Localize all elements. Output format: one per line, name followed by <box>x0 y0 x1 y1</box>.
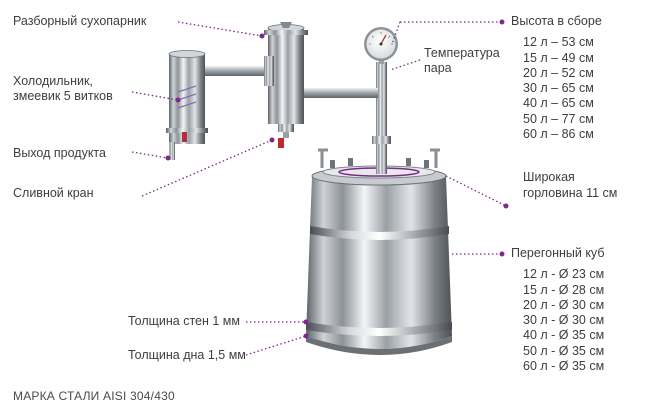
distillation-tank <box>306 148 452 355</box>
spec-row: 60 л - Ø 35 см <box>523 359 605 374</box>
label-wall-thickness: Толщина стен 1 мм <box>128 314 240 328</box>
steel-grade-footer: МАРКА СТАЛИ AISI 304/430 <box>13 389 175 403</box>
steam-column <box>372 62 391 174</box>
condenser-pipe <box>204 66 270 76</box>
thermometer-icon <box>364 27 398 64</box>
spec-row: 15 л – 49 см <box>523 50 594 65</box>
pointer-dot <box>503 203 509 209</box>
pointer-dot <box>499 251 505 257</box>
label-wide-neck-line2: горловина 11 см <box>523 186 618 200</box>
label-bottom-thickness: Толщина дна 1,5 мм <box>128 348 246 362</box>
label-condenser-line2: змеевик 5 витков <box>13 89 113 103</box>
pointer-dot <box>303 319 309 325</box>
label-temperature-line2: пара <box>424 61 452 75</box>
distillation-tank-title: Перегонный куб <box>511 246 605 260</box>
connecting-pipe <box>296 88 378 98</box>
label-drain-valve: Сливной кран <box>13 186 94 200</box>
spec-row: 12 л – 53 см <box>523 35 594 50</box>
label-condenser-line1: Холодильник, <box>13 74 93 88</box>
spec-row: 30 л - Ø 30 см <box>523 313 605 328</box>
pointer-dot <box>175 97 181 103</box>
spec-row: 40 л – 65 см <box>523 96 594 111</box>
pipe-elbow <box>264 56 274 86</box>
condenser <box>166 50 208 160</box>
assembled-height-title: Высота в сборе <box>511 14 602 28</box>
spec-row: 40 л - Ø 35 см <box>523 328 605 343</box>
label-wide-neck-line1: Широкая <box>523 170 575 184</box>
spec-row: 15 л - Ø 28 см <box>523 282 605 297</box>
spec-row: 50 л – 77 см <box>523 111 594 126</box>
pointer-dot <box>303 333 309 339</box>
spec-row: 12 л - Ø 23 см <box>523 267 605 282</box>
label-dry-steamer: Разборный сухопарник <box>13 14 147 28</box>
label-product-outlet: Выход продукта <box>13 146 106 160</box>
spec-row: 50 л - Ø 35 см <box>523 343 605 358</box>
pointer-dot <box>269 137 275 143</box>
spec-row: 20 л – 52 см <box>523 65 594 80</box>
leader-lines <box>131 21 507 356</box>
spec-row: 30 л – 65 см <box>523 81 594 96</box>
spec-row: 20 л - Ø 30 см <box>523 297 605 312</box>
pointer-dot <box>259 33 265 39</box>
pointer-dot <box>499 19 505 25</box>
pointer-dot <box>165 155 171 161</box>
spec-row: 60 л – 86 см <box>523 127 594 142</box>
label-temperature-line1: Температура <box>424 46 500 60</box>
